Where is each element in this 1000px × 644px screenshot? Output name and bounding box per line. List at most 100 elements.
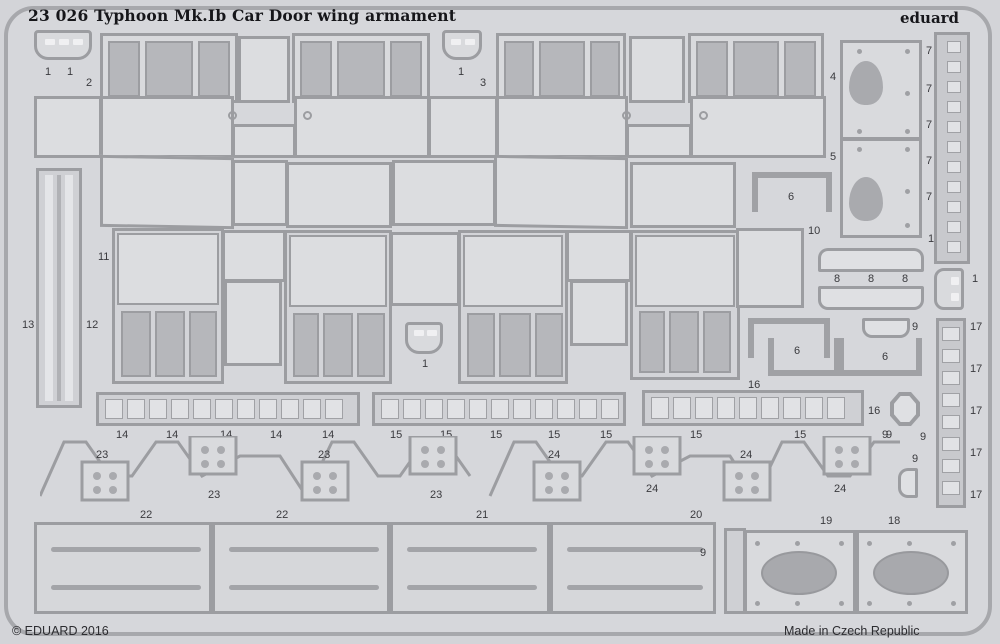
part-label: 15 <box>390 429 403 441</box>
part-label: 21 <box>476 509 489 521</box>
part-label: 16 <box>748 379 761 391</box>
part-label: 17 <box>970 489 983 501</box>
door-panel-top-4 <box>688 33 824 103</box>
lower-door-assembly-4 <box>630 230 740 380</box>
part-label: 24 <box>740 449 753 461</box>
part-label: 3 <box>480 77 487 89</box>
part-1-pair <box>934 268 964 310</box>
part-label: 7 <box>926 45 933 57</box>
part-9-octagon <box>890 392 920 426</box>
panel-strip <box>238 36 290 103</box>
lower-door-assembly-2 <box>284 230 392 384</box>
part-label: 4 <box>830 71 837 83</box>
part-14-strip <box>96 392 360 426</box>
part-label: 17 <box>970 447 983 459</box>
part-label: 9 <box>700 547 707 559</box>
part-label: 7 <box>926 83 933 95</box>
wing-skin-panel <box>630 162 736 228</box>
door-panel-top-3 <box>496 33 626 103</box>
part-23-24-zigzag-row <box>40 436 900 502</box>
part-6-bracket <box>748 318 830 358</box>
part-8-truss <box>818 286 924 310</box>
part-20-plate <box>550 522 716 614</box>
part-label: 23 <box>318 449 331 461</box>
part-label: 24 <box>548 449 561 461</box>
part-label: 1 <box>972 273 979 285</box>
panel-strip <box>629 36 685 103</box>
origin-text: Made in Czech Republic <box>784 624 920 638</box>
part-label: 6 <box>794 345 801 357</box>
part-label: 23 <box>430 489 443 501</box>
wing-skin-panel <box>34 96 102 158</box>
part-label: 9 <box>912 321 919 333</box>
part-5-plate <box>840 138 922 238</box>
part-label: 7 <box>926 191 933 203</box>
part-9-truss <box>862 318 910 338</box>
wing-skin-panel <box>626 124 692 158</box>
wing-skin-panel <box>100 154 234 230</box>
lower-door-assembly-3 <box>458 230 568 384</box>
part-label: 17 <box>970 405 983 417</box>
part-1-cluster <box>405 322 443 354</box>
wing-skin-panel <box>232 124 296 158</box>
wing-skin-panel <box>496 96 631 158</box>
wing-skin-panel <box>100 96 237 158</box>
part-label: 1 <box>928 233 935 245</box>
part-label: 1 <box>458 66 465 78</box>
part-label: 8 <box>834 273 841 285</box>
part-17-column <box>936 318 966 508</box>
wing-skin-panel <box>286 162 392 228</box>
wing-skin-panel <box>494 154 628 230</box>
wing-skin-panel <box>294 96 430 158</box>
part-label: 16 <box>868 405 881 417</box>
part-label: 14 <box>116 429 129 441</box>
part-9-wedge <box>898 468 918 498</box>
part-label: 15 <box>490 429 503 441</box>
part-7-column <box>934 32 970 264</box>
part-label: 23 <box>96 449 109 461</box>
wing-skin-panel <box>232 160 288 226</box>
part-4-plate <box>840 40 922 140</box>
part-label: 12 <box>86 319 99 331</box>
part-label: 19 <box>820 515 833 527</box>
wing-skin-panel <box>566 230 632 282</box>
wing-skin-panel <box>570 280 628 346</box>
part-label: 8 <box>868 273 875 285</box>
part-label: 24 <box>834 483 847 495</box>
wing-skin-panel <box>390 232 460 306</box>
part-1-cluster <box>34 30 92 60</box>
wing-skin-panel <box>690 96 826 158</box>
part-label: 8 <box>902 273 909 285</box>
part-label: 7 <box>926 119 933 131</box>
part-label: 5 <box>830 151 837 163</box>
part-6-bracket <box>838 338 922 376</box>
wing-skin-panel <box>224 280 282 366</box>
part-label: 14 <box>220 429 233 441</box>
wing-skin-panel <box>428 96 498 158</box>
part-9-side-strip <box>724 528 746 614</box>
part-label: 9 <box>886 429 893 441</box>
part-label: 17 <box>970 363 983 375</box>
part-6-bracket <box>752 172 832 212</box>
part-12-13-strip <box>36 168 82 408</box>
part-label: 1 <box>422 358 429 370</box>
part-label: 15 <box>600 429 613 441</box>
copyright-text: © EDUARD 2016 <box>12 624 109 638</box>
part-10-panel <box>736 228 804 308</box>
part-16-strip <box>642 390 864 426</box>
part-label: 11 <box>98 251 110 263</box>
part-15-strip <box>372 392 626 426</box>
part-label: 1 <box>67 66 74 78</box>
brand-logo: eduard <box>900 9 960 27</box>
part-label: 14 <box>166 429 179 441</box>
part-label: 9 <box>920 431 927 443</box>
part-label: 24 <box>646 483 659 495</box>
part-label: 1 <box>45 66 52 78</box>
lower-door-assembly-1 <box>112 228 224 384</box>
part-label: 20 <box>690 509 703 521</box>
part-label: 22 <box>276 509 289 521</box>
part-22-plate <box>34 522 212 614</box>
door-panel-top-2 <box>292 33 430 103</box>
part-label: 17 <box>970 321 983 333</box>
